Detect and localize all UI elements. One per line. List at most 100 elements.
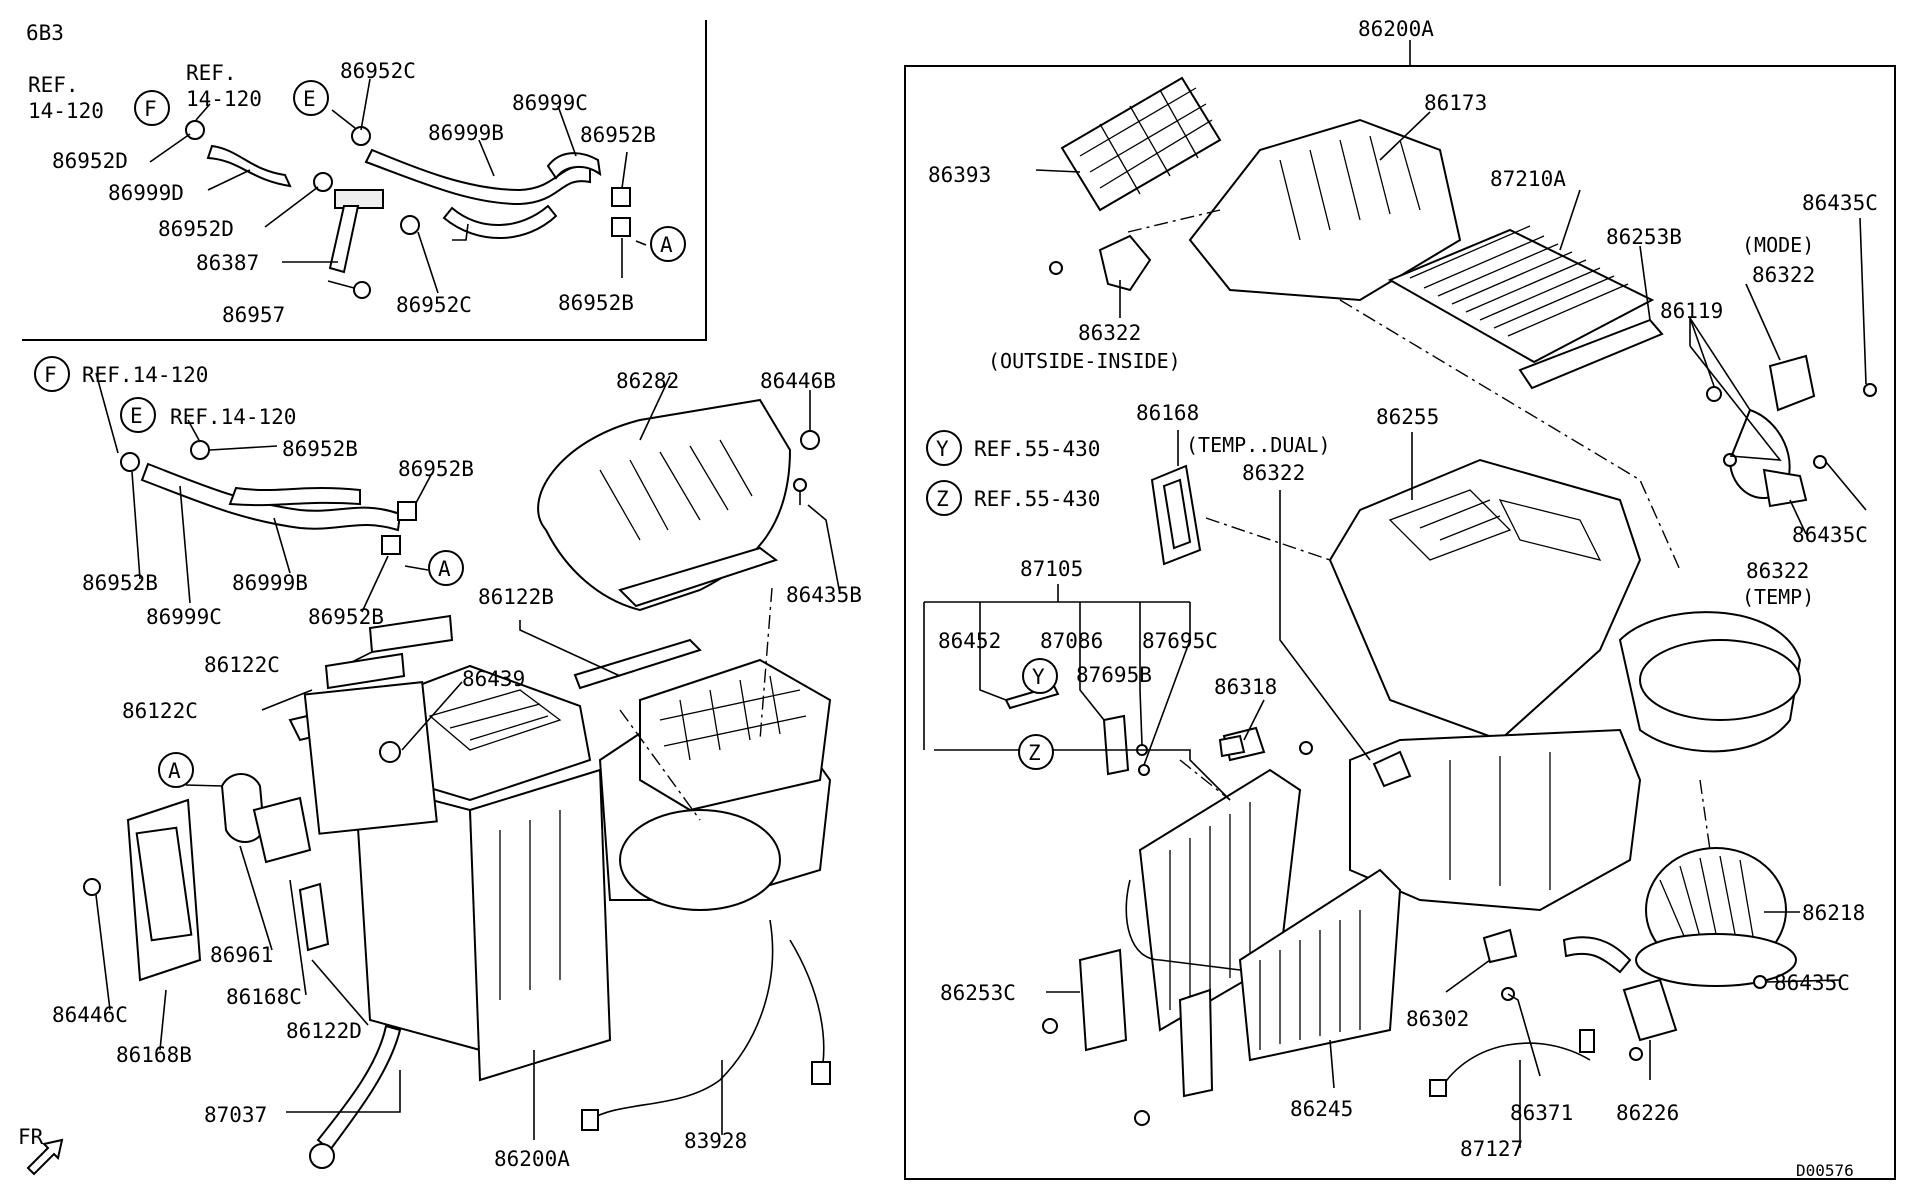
- part-labels: 6B3 REF. 14-120 REF. 14-120 86952C 86999…: [18, 17, 1878, 1180]
- ref-circle-A-gasket: [158, 752, 194, 788]
- label-ref-14-120-top: REF.: [186, 61, 237, 85]
- label-86999D: 86999D: [108, 181, 184, 205]
- label-86226: 86226: [1616, 1101, 1679, 1125]
- label-86439: 86439: [462, 667, 525, 691]
- ref-circle-E-mid-text: E: [130, 404, 143, 428]
- label-86122C-b: 86122C: [122, 699, 198, 723]
- label-ref-E-mid: REF.14-120: [170, 405, 296, 429]
- label-87105: 87105: [1020, 557, 1083, 581]
- label-83928: 83928: [684, 1129, 747, 1153]
- label-ref-14-120-top-num: 14-120: [186, 87, 262, 111]
- label-86302: 86302: [1406, 1007, 1469, 1031]
- label-86999B-top: 86999B: [428, 121, 504, 145]
- ref-circle-Z-part-text: Z: [1028, 741, 1041, 765]
- label-86255: 86255: [1376, 405, 1439, 429]
- label-86168B: 86168B: [116, 1043, 192, 1067]
- label-86371: 86371: [1510, 1101, 1573, 1125]
- label-86119: 86119: [1660, 299, 1723, 323]
- hvac-assembly-left: [83, 375, 841, 1169]
- label-mode: (MODE): [1742, 233, 1814, 257]
- label-87086: 87086: [1040, 629, 1103, 653]
- label-86122C-a: 86122C: [204, 653, 280, 677]
- ref-circle-A-mid-text: A: [438, 557, 451, 581]
- ref-circle-F-top: [134, 90, 170, 126]
- front-label: FR: [18, 1125, 44, 1149]
- label-87210A: 87210A: [1490, 167, 1566, 191]
- ref-circle-E-top: [293, 80, 329, 116]
- frames: [22, 20, 1896, 1180]
- label-86961: 86961: [210, 943, 273, 967]
- ref-circle-Z-part: [1018, 734, 1054, 770]
- ref-circle-A-top-text: A: [660, 233, 673, 257]
- label-86173: 86173: [1424, 91, 1487, 115]
- label-86168: 86168: [1136, 401, 1199, 425]
- label-86952C-b: 86952C: [396, 293, 472, 317]
- label-86952B-top: 86952B: [580, 123, 656, 147]
- label-86200A-top: 86200A: [1358, 17, 1434, 41]
- label-86452: 86452: [938, 629, 1001, 653]
- section-code: 6B3: [26, 21, 64, 45]
- label-86318: 86318: [1214, 675, 1277, 699]
- label-ref-14-120-left: REF.: [28, 73, 79, 97]
- label-86999C-mid: 86999C: [146, 605, 222, 629]
- ref-circle-Y-legend-text: Y: [936, 437, 949, 461]
- label-87695B: 87695B: [1076, 663, 1152, 687]
- hose-subdiagram-top: [149, 78, 647, 299]
- ref-circle-A-gasket-text: A: [168, 759, 181, 783]
- label-86253C: 86253C: [940, 981, 1016, 1005]
- label-86122D: 86122D: [286, 1019, 362, 1043]
- label-86446B: 86446B: [760, 369, 836, 393]
- ref-circle-E-mid: [120, 397, 156, 433]
- label-86435C-b: 86435C: [1792, 523, 1868, 547]
- label-86200A-bottom: 86200A: [494, 1147, 570, 1171]
- label-86446C: 86446C: [52, 1003, 128, 1027]
- label-87695C: 87695C: [1142, 629, 1218, 653]
- label-86952B-f: 86952B: [308, 605, 384, 629]
- label-ref-F-mid: REF.14-120: [82, 363, 208, 387]
- label-temp-dual: (TEMP..DUAL): [1186, 433, 1331, 457]
- label-outside-inside: (OUTSIDE-INSIDE): [988, 349, 1181, 373]
- label-86999B-mid: 86999B: [232, 571, 308, 595]
- label-86952C-top: 86952C: [340, 59, 416, 83]
- ref-circle-Z-legend-text: Z: [936, 487, 949, 511]
- label-86168C: 86168C: [226, 985, 302, 1009]
- label-86952B-e: 86952B: [82, 571, 158, 595]
- label-86435C-c: 86435C: [1774, 971, 1850, 995]
- label-86322-temp-dual: 86322: [1242, 461, 1305, 485]
- label-86322-temp: 86322: [1746, 559, 1809, 583]
- label-ref-Y: REF.55-430: [974, 437, 1100, 461]
- label-86952B-d: 86952B: [398, 457, 474, 481]
- label-86435C-a: 86435C: [1802, 191, 1878, 215]
- label-86245: 86245: [1290, 1097, 1353, 1121]
- label-86387: 86387: [196, 251, 259, 275]
- label-86253B: 86253B: [1606, 225, 1682, 249]
- ref-circle-Y-legend: [926, 430, 962, 466]
- label-86218: 86218: [1802, 901, 1865, 925]
- label-ref-Z: REF.55-430: [974, 487, 1100, 511]
- label-86435B: 86435B: [786, 583, 862, 607]
- reference-circles: F E A F E A A Y Z Y Z: [34, 80, 1058, 788]
- label-87037: 87037: [204, 1103, 267, 1127]
- front-direction-arrow: [26, 1138, 64, 1176]
- ref-circle-F-mid: [34, 356, 70, 392]
- hose-subdiagram-mid: [95, 372, 433, 613]
- ref-circle-F-mid-text: F: [44, 363, 57, 387]
- label-ref-14-120-left-num: 14-120: [28, 99, 104, 123]
- label-86282: 86282: [616, 369, 679, 393]
- label-86122B: 86122B: [478, 585, 554, 609]
- ref-circle-E-top-text: E: [303, 87, 316, 111]
- ref-circle-Y-part-text: Y: [1032, 665, 1045, 689]
- ref-circle-F-top-text: F: [144, 97, 157, 121]
- hvac-assembly-right: [923, 40, 1877, 1148]
- label-86322-outside-inside: 86322: [1078, 321, 1141, 345]
- label-86952D-a: 86952D: [52, 149, 128, 173]
- label-86952B-c: 86952B: [282, 437, 358, 461]
- figure-code: D00576: [1796, 1161, 1854, 1180]
- ref-circle-A-mid: [428, 550, 464, 586]
- label-temp: (TEMP): [1742, 585, 1814, 609]
- label-86322-mode: 86322: [1752, 263, 1815, 287]
- label-86957: 86957: [222, 303, 285, 327]
- label-86393: 86393: [928, 163, 991, 187]
- label-87127: 87127: [1460, 1137, 1523, 1161]
